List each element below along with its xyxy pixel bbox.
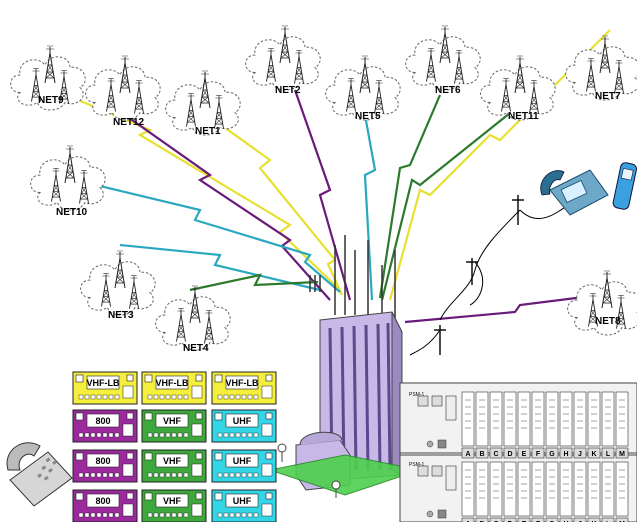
radio-unit: UHF [212,490,276,522]
desk-phone-icon [541,170,608,215]
radio-unit: UHF [212,450,276,482]
net5-cluster: NET5 [326,56,401,122]
radio-band-label: VHF [163,456,182,466]
radio-band-label: 800 [95,456,110,466]
net12-cluster: NET12 [86,56,161,128]
radio-unit: VHF-LB [142,372,206,404]
net3-cluster: NET3 [81,251,156,321]
net8-cluster: NET8 [568,271,637,335]
radio-band-label: VHF-LB [87,378,120,388]
net9-label: NET9 [38,95,64,106]
net7-cluster: NET7 [566,36,637,102]
radio-unit: VHF [142,450,206,482]
cordless-handset-icon [612,162,637,210]
link-net11 [382,105,520,300]
radio-unit: VHF-LB [212,372,276,404]
radio-unit: VHF-LB [73,372,137,404]
radio-band-label: 800 [95,496,110,506]
rack-slot-letter: C [493,451,498,458]
radio-unit: 800 [73,410,137,442]
desk-phone-icon [7,443,72,506]
rack-slot-letter: L [606,451,611,458]
radio-band-label: 800 [95,416,110,426]
net12-label: NET12 [113,117,145,128]
net2-label: NET2 [275,85,301,96]
rack-slot-letter: H [563,451,568,458]
radio-band-label: UHF [233,416,252,426]
net8-label: NET8 [595,316,621,327]
link-net12 [125,115,330,300]
net6-label: NET6 [435,85,461,96]
net7-label: NET7 [595,91,621,102]
net10-cluster: NET10 [31,146,106,218]
radio-unit: VHF [142,410,206,442]
radio-unit: 800 [73,490,137,522]
radio-band-label: VHF-LB [156,378,189,388]
net6-cluster: NET6 [406,26,481,96]
rack-slot-letter: M [619,451,625,458]
link-net4 [190,275,318,290]
net4-cluster: NET4 [156,286,231,354]
rack-slot-letter: B [479,451,484,458]
net1-label: NET1 [195,126,221,137]
net1-cluster: NET1 [166,71,241,137]
rack-slot-letter: E [522,451,527,458]
radio-band-label: VHF-LB [226,378,259,388]
rack-slot-letter: G [549,451,555,458]
net4-label: NET4 [183,343,209,354]
rack-slot-letter: F [536,451,541,458]
rack-slot-letter: J [578,451,582,458]
link-net5 [365,115,375,300]
radio-band-label: VHF [163,416,182,426]
net10-label: NET10 [56,207,88,218]
rack-slot-letter: K [591,451,596,458]
radio-band-label: VHF [163,496,182,506]
radio-unit: 800 [73,450,137,482]
radio-unit: UHF [212,410,276,442]
rack-slot-letter: A [465,451,470,458]
rack-slot-letter: D [507,451,512,458]
net2-cluster: NET2 [246,26,321,96]
radio-band-label: UHF [233,456,252,466]
net3-label: NET3 [108,310,134,321]
radio-unit: VHF [142,490,206,522]
office-building-icon [270,312,420,498]
net5-label: NET5 [355,111,381,122]
telephone-lines [410,200,575,355]
net11-cluster: NET11 [481,56,556,122]
net11-label: NET11 [508,111,539,122]
net9-cluster: NET9 [11,46,86,110]
radio-band-label: UHF [233,496,252,506]
